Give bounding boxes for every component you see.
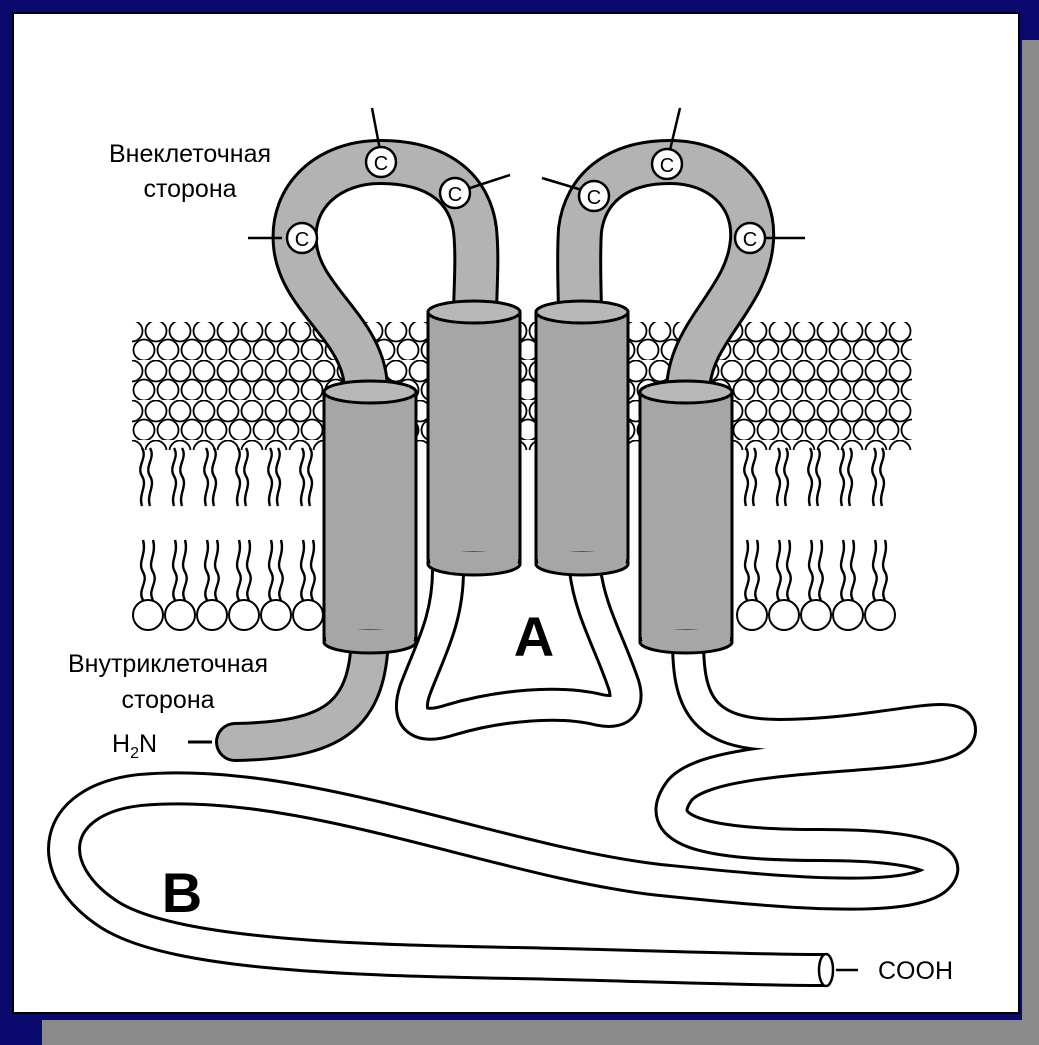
- lipid-tail: [873, 540, 877, 600]
- lipid-head: [229, 600, 259, 630]
- cysteine-label: C: [448, 184, 462, 206]
- lipid-head: [261, 600, 291, 630]
- lipid-tail: [840, 448, 844, 506]
- lipid-head: [197, 600, 227, 630]
- helix-2: [428, 301, 520, 575]
- cysteine-label: C: [295, 229, 309, 251]
- lipid-tail: [247, 540, 251, 600]
- lipid-tail: [752, 448, 756, 506]
- intracellular-label-line1: Внутриклеточная: [68, 650, 268, 678]
- lipid-head: [801, 600, 831, 630]
- helix-1: [324, 381, 416, 653]
- lipid-tail: [236, 448, 240, 506]
- lipid-tail: [755, 540, 759, 600]
- cysteine-residue: C: [579, 181, 609, 211]
- lipid-tail: [816, 448, 820, 506]
- lipid-tail: [268, 448, 272, 506]
- lipid-tail: [777, 540, 781, 600]
- lipid-head: [737, 600, 767, 630]
- lipid-bilayer: [132, 322, 912, 630]
- lipid-tail: [300, 448, 304, 506]
- lipid-head: [833, 600, 863, 630]
- lipid-tail: [872, 448, 876, 506]
- cysteine-label: C: [660, 155, 674, 177]
- lipid-tail: [308, 448, 312, 506]
- lipid-head: [865, 600, 895, 630]
- lipid-tail: [212, 448, 216, 506]
- cysteine-residue: C: [735, 223, 765, 253]
- lipid-tail: [745, 540, 749, 600]
- lipid-tail: [883, 540, 887, 600]
- cysteine-residue: C: [366, 147, 396, 177]
- lipid-tail: [172, 448, 176, 506]
- intracellular-label-line2: сторона: [121, 686, 214, 714]
- lipid-tail: [151, 540, 155, 600]
- lipid-tail: [269, 540, 273, 600]
- lipid-tail: [841, 540, 845, 600]
- lipid-head: [133, 600, 163, 630]
- cysteine-residue: C: [652, 149, 682, 179]
- region-b-label: B: [162, 861, 202, 924]
- lipid-tail: [784, 448, 788, 506]
- cysteine-label: C: [374, 153, 388, 175]
- lipid-tail: [244, 448, 248, 506]
- cysteine-residue: C: [287, 223, 317, 253]
- lipid-tail: [301, 540, 305, 600]
- lipid-tail: [276, 448, 280, 506]
- cysteine-residue: C: [440, 178, 470, 208]
- lipid-tail: [237, 540, 241, 600]
- lipid-tail: [140, 448, 144, 506]
- lipid-tail: [776, 448, 780, 506]
- tail-end-cap: [819, 954, 833, 986]
- extracellular-label-line1: Внеклеточная: [109, 140, 271, 168]
- lipid-tail: [880, 448, 884, 506]
- lipid-tail: [809, 540, 813, 600]
- lipid-tail: [204, 448, 208, 506]
- lipid-tail: [180, 448, 184, 506]
- cysteine-label: C: [743, 229, 757, 251]
- lipid-tail: [148, 448, 152, 506]
- lipid-head: [769, 600, 799, 630]
- lipid-tail: [279, 540, 283, 600]
- c-terminus-label: COOH: [878, 957, 953, 985]
- lipid-tail: [141, 540, 145, 600]
- n-terminus-label: H2N: [112, 730, 157, 762]
- lipid-tail: [311, 540, 315, 600]
- lipid-tail: [744, 448, 748, 506]
- lipid-tail: [848, 448, 852, 506]
- extracellular-label-line2: сторона: [143, 175, 236, 203]
- lipid-tail: [205, 540, 209, 600]
- cysteine-label: C: [587, 187, 601, 209]
- lipid-tail: [851, 540, 855, 600]
- helix-4: [640, 381, 732, 653]
- region-a-label: A: [514, 605, 554, 668]
- lipid-tail: [787, 540, 791, 600]
- lipid-head: [165, 600, 195, 630]
- lipid-tail: [215, 540, 219, 600]
- lipid-head: [293, 600, 323, 630]
- helix-3: [536, 301, 628, 575]
- lipid-tail: [183, 540, 187, 600]
- lipid-tail: [819, 540, 823, 600]
- lipid-tail: [808, 448, 812, 506]
- lipid-tail: [173, 540, 177, 600]
- outer-leaflet-heads: [132, 322, 912, 450]
